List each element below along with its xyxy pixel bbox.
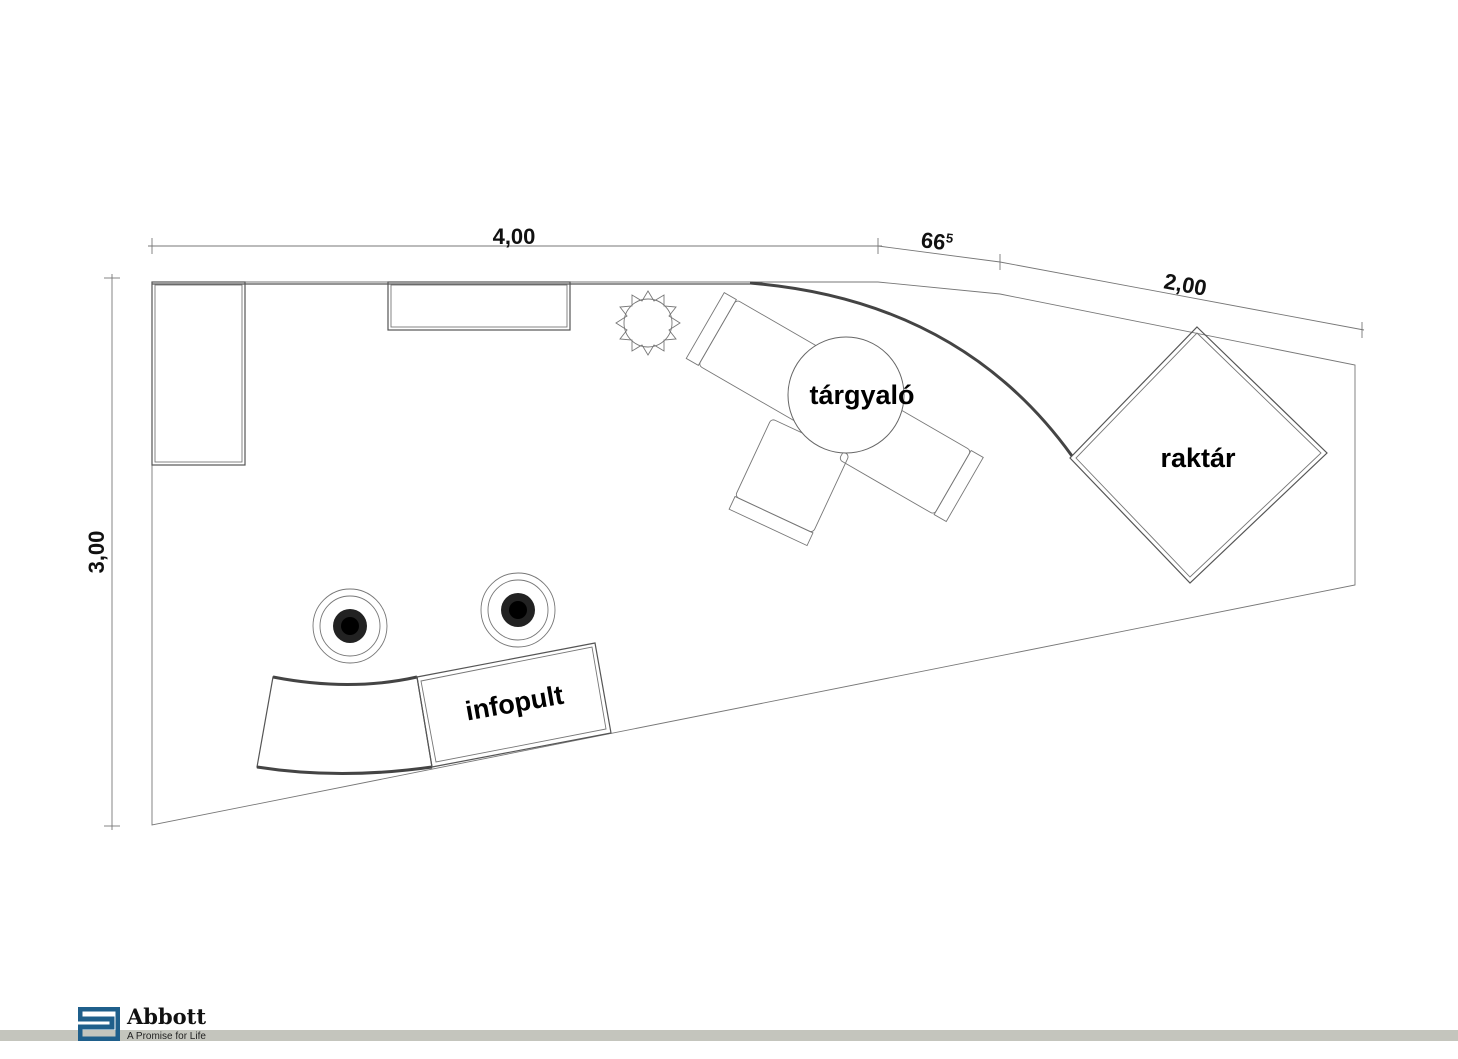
pouf (480, 572, 556, 648)
shelf-top (387, 281, 571, 331)
meeting-label: tárgyaló (809, 380, 914, 410)
dimension-top-short: 665 (920, 227, 955, 256)
meeting-table (787, 336, 905, 454)
plant-icon (615, 290, 681, 356)
shelf-left (151, 281, 246, 466)
storage-room (1069, 326, 1328, 584)
brand-tagline: A Promise for Life (127, 1031, 206, 1042)
info-desk (256, 642, 612, 775)
storage-label: raktár (1160, 443, 1236, 473)
dimension-top-diagonal: 2,00 (1162, 268, 1209, 300)
brand-name: Abbott (127, 1004, 207, 1029)
dimension-left: 3,00 (84, 531, 109, 574)
footer-bar (0, 1030, 1458, 1041)
dimension-top-main: 4,00 (493, 224, 536, 249)
abbott-logo-icon (78, 1007, 120, 1041)
curved-wall (749, 281, 1074, 457)
info-desk-label: infopult (463, 680, 566, 727)
dimension-lines (104, 238, 1365, 830)
pouf (312, 588, 388, 664)
booth-outline (151, 281, 1356, 826)
